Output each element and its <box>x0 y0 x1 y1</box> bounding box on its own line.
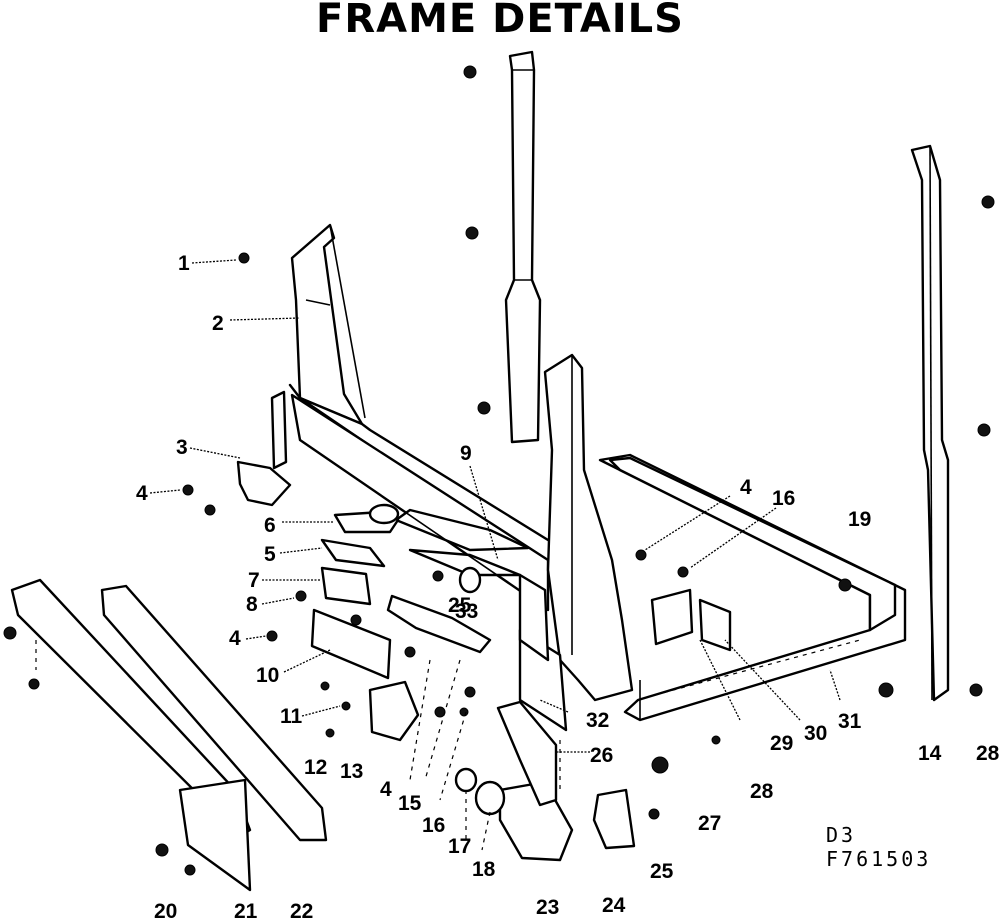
callout-21: 21 <box>234 900 258 923</box>
callout-16: 16 <box>772 487 795 510</box>
left-upright-part <box>290 223 366 426</box>
callout-28: 28 <box>750 780 774 803</box>
callout-1: 1 <box>178 252 190 275</box>
callout-5: 5 <box>264 543 276 566</box>
callout-29: 29 <box>770 732 793 755</box>
cap-part-18 <box>474 780 506 816</box>
latch-bracket-part <box>650 588 732 652</box>
callout-11: 11 <box>280 705 303 728</box>
center-upright-part <box>518 353 634 732</box>
washer-part-17 <box>454 767 478 793</box>
callout-7: 7 <box>248 569 260 592</box>
callout-27: 27 <box>698 812 721 835</box>
callout-4: 4 <box>740 476 752 499</box>
callout-6: 6 <box>264 514 276 537</box>
drawing-code: D3 F761503 <box>826 823 931 871</box>
callout-8: 8 <box>246 593 258 616</box>
callout-24: 24 <box>602 894 626 917</box>
callout-15: 15 <box>398 792 422 815</box>
callout-25: 25 <box>448 594 472 617</box>
page-title: FRAME DETAILS <box>316 0 684 42</box>
bracket-part-26 <box>496 700 558 807</box>
plate-part-25 <box>386 594 492 654</box>
callout-2: 2 <box>212 312 224 335</box>
side-rail-part <box>910 144 950 702</box>
callout-31: 31 <box>838 710 862 733</box>
drawing-code-line-2: F761503 <box>826 847 931 871</box>
part-33 <box>458 566 482 594</box>
callout-22: 22 <box>290 900 313 923</box>
leader-lines <box>35 259 841 851</box>
screw-parts <box>3 65 995 876</box>
callout-4: 4 <box>229 627 241 650</box>
bracket-part-3 <box>236 460 292 507</box>
drawing-code-line-1: D3 <box>826 823 856 847</box>
callout-20: 20 <box>154 900 177 923</box>
strip-part-10 <box>310 608 392 680</box>
callout-14: 14 <box>918 742 942 765</box>
callout-3: 3 <box>176 436 188 459</box>
callout-28: 28 <box>976 742 1000 765</box>
valve-part-13 <box>368 680 420 742</box>
rear-upright-part <box>504 50 542 444</box>
callout-10: 10 <box>256 664 279 687</box>
callout-30: 30 <box>804 722 827 745</box>
callout-25: 25 <box>650 860 674 883</box>
callout-33: 33 <box>455 600 478 623</box>
clip-part-24 <box>592 788 636 850</box>
bracket-bar-22 <box>100 584 328 842</box>
base-frame-part <box>598 453 907 722</box>
callout-26: 26 <box>590 744 613 767</box>
callout-9: 9 <box>460 442 472 465</box>
callout-4: 4 <box>380 778 392 801</box>
bracket-part-6 <box>333 503 400 534</box>
callout-16: 16 <box>422 814 445 837</box>
bracket-part-5 <box>320 538 386 568</box>
callout-12: 12 <box>304 756 327 779</box>
callout-32: 32 <box>586 709 609 732</box>
callout-19: 19 <box>848 508 871 531</box>
bracket-part-7 <box>320 566 372 606</box>
callout-23: 23 <box>536 896 559 919</box>
callout-17: 17 <box>448 835 471 858</box>
callout-labels: 1 2 3 4 6 5 7 8 4 10 11 12 13 4 15 16 17… <box>136 252 1000 923</box>
callout-18: 18 <box>472 858 496 881</box>
bracket-bar-21 <box>10 578 252 892</box>
callout-13: 13 <box>340 760 363 783</box>
main-frame-rail <box>270 383 582 612</box>
callout-4: 4 <box>136 482 148 505</box>
